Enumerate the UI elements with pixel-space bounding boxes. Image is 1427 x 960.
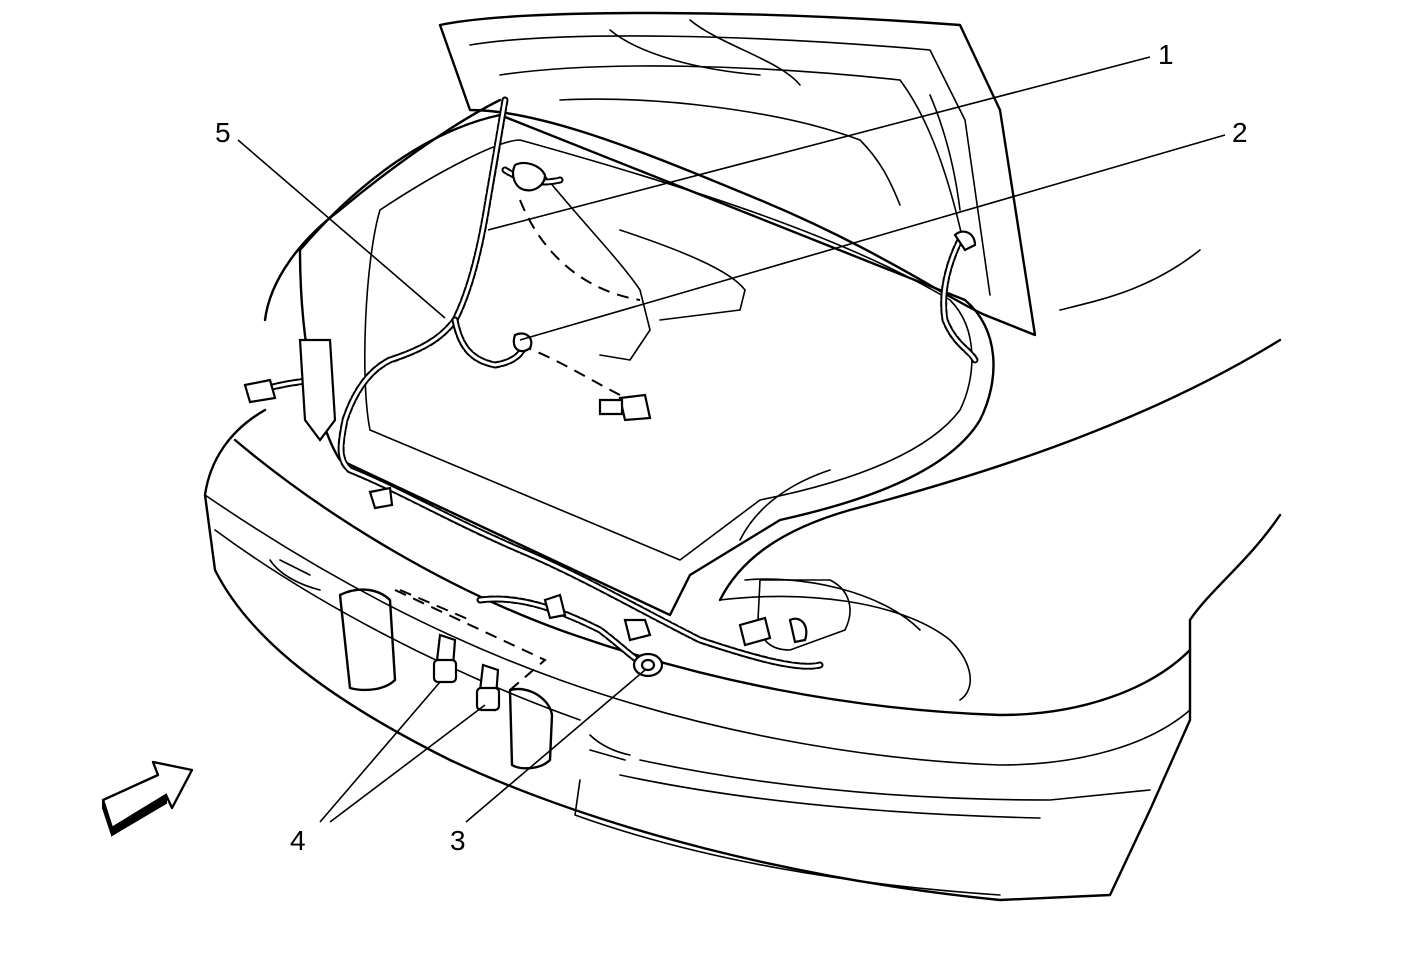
callout-4: 4 [290, 825, 306, 856]
callout-1: 1 [1158, 39, 1174, 70]
direction-arrow-icon [101, 760, 194, 837]
rear-bumper [203, 408, 1192, 902]
rear-body [263, 98, 1282, 701]
callout-2: 2 [1232, 117, 1248, 148]
license-lamps [432, 633, 501, 712]
right-tail-lamp-connector [738, 579, 851, 651]
callout-leaders [237, 56, 1226, 823]
harness-bolt [512, 332, 652, 422]
callout-5: 5 [215, 117, 231, 148]
callout-3: 3 [450, 825, 466, 856]
trunk-wiring-harness [243, 96, 979, 678]
trunk-opening [298, 113, 995, 617]
